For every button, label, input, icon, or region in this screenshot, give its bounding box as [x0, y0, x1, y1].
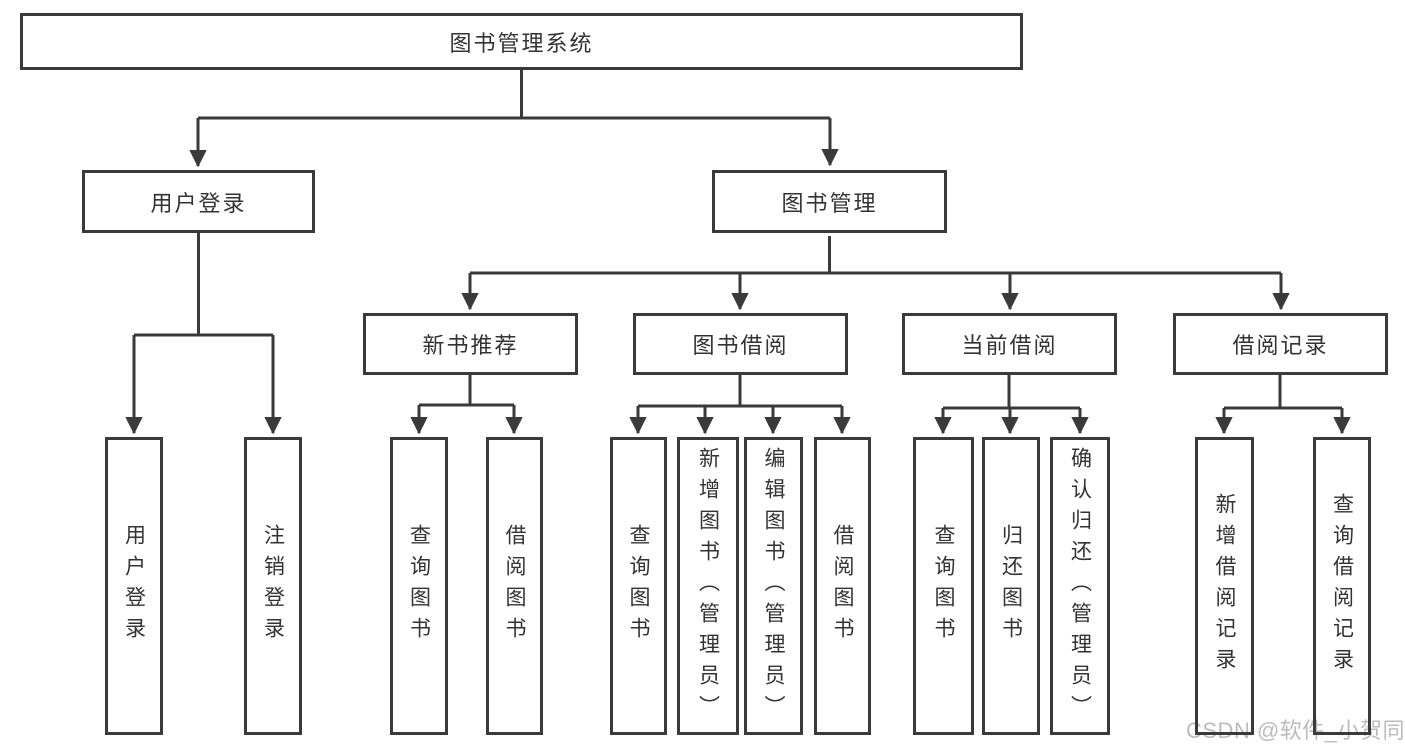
node-label: 用户登录 — [150, 190, 247, 216]
node-label: 编辑图书（管理员） — [762, 446, 785, 726]
leaf-query-borrow-record: 查询借阅记录 — [1313, 437, 1371, 735]
node-label: 借阅图书 — [503, 524, 526, 648]
node-label: 新书推荐 — [422, 333, 519, 358]
node-label: 查询图书 — [627, 524, 650, 648]
node-label: 图书管理系统 — [449, 30, 594, 56]
leaf-add-book-admin: 新增图书（管理员） — [677, 437, 739, 735]
leaf-query-books-current: 查询图书 — [913, 437, 974, 735]
leaf-borrow-books-borrowing: 借阅图书 — [814, 437, 871, 735]
node-library-management-system: 图书管理系统 — [20, 13, 1023, 70]
node-label: 图书管理 — [781, 190, 878, 216]
node-book-borrowing: 图书借阅 — [633, 313, 848, 375]
node-label: 用户登录 — [122, 524, 146, 648]
leaf-return-books: 归还图书 — [982, 437, 1040, 735]
node-label: 新增图书（管理员） — [696, 446, 720, 726]
node-label: 借阅记录 — [1232, 333, 1329, 358]
leaf-query-books-recommend: 查询图书 — [390, 437, 448, 735]
node-label: 注销登录 — [261, 524, 285, 648]
node-label: 归还图书 — [999, 524, 1023, 648]
watermark: CSDN @软件_小贺同学 — [1186, 718, 1405, 743]
node-label: 当前借阅 — [961, 333, 1058, 358]
node-label: 查询借阅记录 — [1330, 493, 1354, 679]
node-label: 确认归还（管理员） — [1068, 446, 1092, 726]
node-borrowing-records: 借阅记录 — [1173, 313, 1388, 375]
node-current-borrowing: 当前借阅 — [902, 313, 1117, 375]
node-label: 新增借阅记录 — [1213, 493, 1236, 679]
node-book-management: 图书管理 — [712, 170, 947, 233]
leaf-user-login: 用户登录 — [105, 437, 163, 735]
node-user-login: 用户登录 — [82, 170, 315, 233]
node-label: 图书借阅 — [692, 333, 789, 358]
leaf-borrow-books-recommend: 借阅图书 — [486, 437, 543, 735]
node-new-book-recommendation: 新书推荐 — [363, 313, 578, 375]
node-label: 查询图书 — [932, 524, 955, 648]
node-label: 查询图书 — [407, 524, 431, 648]
node-label: 借阅图书 — [831, 524, 854, 648]
leaf-add-borrow-record: 新增借阅记录 — [1195, 437, 1254, 735]
leaf-logout: 注销登录 — [244, 437, 302, 735]
leaf-edit-book-admin: 编辑图书（管理员） — [744, 437, 803, 735]
leaf-query-books-borrowing: 查询图书 — [610, 437, 667, 735]
leaf-confirm-return-admin: 确认归还（管理员） — [1050, 437, 1110, 735]
